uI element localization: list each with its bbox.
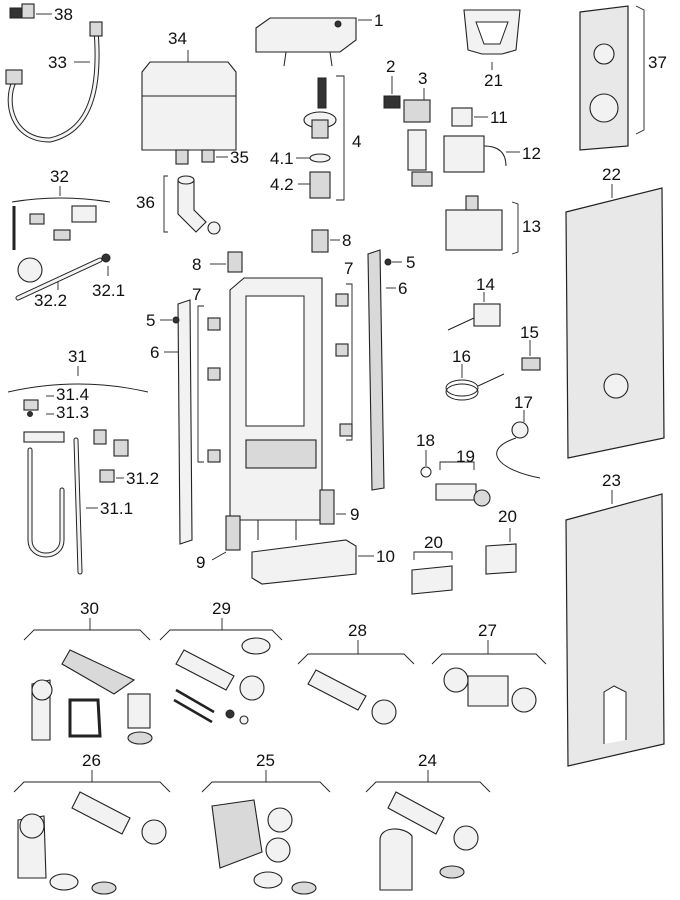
callout-12: 12 xyxy=(522,144,541,163)
part-20-cover-right xyxy=(485,543,517,575)
part-25-outlet-set xyxy=(211,799,317,895)
callout-9-left: 9 xyxy=(196,553,205,572)
part-4-fill-valve xyxy=(303,77,337,199)
callout-3: 3 xyxy=(418,69,427,88)
callout-11: 11 xyxy=(490,108,508,127)
callout-5-left: 5 xyxy=(146,311,155,330)
callout-13: 13 xyxy=(522,217,541,236)
callout-8-right: 8 xyxy=(342,231,351,250)
callout-16: 16 xyxy=(452,347,471,366)
callout-32-1: 32.1 xyxy=(92,281,125,300)
part-18-seal xyxy=(420,466,432,478)
callout-31-2: 31.2 xyxy=(126,469,159,488)
part-13-actuator-module xyxy=(445,195,503,251)
part-22-front-panel xyxy=(565,187,665,459)
callout-31: 31 xyxy=(68,347,87,366)
callout-10: 10 xyxy=(376,547,395,566)
part-5-screw-left xyxy=(172,316,180,324)
part-30-outlet-set xyxy=(31,649,153,745)
part-36-flush-bend xyxy=(177,175,221,235)
callout-1: 1 xyxy=(374,11,383,30)
callout-25: 25 xyxy=(256,751,275,770)
callout-20-left: 20 xyxy=(424,533,443,552)
callout-32-2: 32.2 xyxy=(34,291,67,310)
callout-7-right: 7 xyxy=(344,259,353,278)
callout-5-right: 5 xyxy=(406,253,415,272)
callout-35: 35 xyxy=(230,148,249,167)
part-8-bracket-right xyxy=(311,229,329,253)
callout-37: 37 xyxy=(648,53,667,72)
callout-21: 21 xyxy=(484,71,503,90)
callout-14: 14 xyxy=(476,275,495,294)
callout-4-1: 4.1 xyxy=(270,149,294,168)
part-7-fixing-clips-left xyxy=(207,317,221,463)
callout-17: 17 xyxy=(514,393,533,412)
callout-31-1: 31.1 xyxy=(100,499,133,518)
callout-19: 19 xyxy=(456,447,475,466)
part-34-cistern xyxy=(141,61,237,165)
part-38-angle-connector xyxy=(9,3,35,19)
part-24-outlet-set xyxy=(379,791,479,891)
part-5-screw-right xyxy=(384,258,392,266)
part-19-pipe xyxy=(435,483,491,507)
callout-36: 36 xyxy=(136,193,155,212)
callout-9-right: 9 xyxy=(350,505,359,524)
part-7-fixing-clips-right xyxy=(335,293,353,437)
part-29-pipe-set xyxy=(173,637,271,725)
part-23-lower-panel xyxy=(565,493,665,767)
callout-28: 28 xyxy=(348,621,367,640)
callout-30: 30 xyxy=(80,599,99,618)
part-frame xyxy=(229,277,323,540)
part-10-cover-plate xyxy=(251,539,357,585)
callout-8-left: 8 xyxy=(192,255,201,274)
part-8-bracket-left xyxy=(227,251,243,273)
part-33-flex-hose xyxy=(5,21,103,143)
part-9-plate-right xyxy=(319,489,335,525)
part-20-cover-left xyxy=(411,565,453,595)
callout-38: 38 xyxy=(54,5,73,24)
part-37-installation-template xyxy=(579,5,629,151)
part-15-connector xyxy=(521,357,541,371)
part-6-rail-left xyxy=(177,299,193,545)
part-12-actuator xyxy=(443,135,507,173)
part-2-clip xyxy=(383,95,401,109)
callout-20-right: 20 xyxy=(498,507,517,526)
part-21-wall-bracket xyxy=(463,9,521,55)
callout-24: 24 xyxy=(418,751,437,770)
callout-34: 34 xyxy=(168,29,187,48)
callout-23: 23 xyxy=(602,471,621,490)
callout-29: 29 xyxy=(212,599,231,618)
part-11-cover xyxy=(451,107,473,127)
callout-27: 27 xyxy=(478,621,497,640)
part-14-sensor xyxy=(447,303,501,331)
part-9-plate-left xyxy=(225,515,241,551)
part-28-pipe-set xyxy=(307,669,397,725)
part-16-cable xyxy=(445,373,505,401)
callout-33: 33 xyxy=(48,53,67,72)
callout-6-right: 6 xyxy=(398,279,407,298)
part-1-actuator-plate-frame xyxy=(255,17,357,67)
callout-18: 18 xyxy=(416,431,435,450)
part-17-cable-set xyxy=(496,421,541,479)
part-6-rail-right xyxy=(367,249,385,491)
part-35-nut xyxy=(201,149,215,163)
callout-15: 15 xyxy=(520,323,539,342)
callout-22: 22 xyxy=(602,165,621,184)
part-27-connector-set xyxy=(443,667,537,713)
part-31-connection-set xyxy=(23,399,129,575)
callout-32: 32 xyxy=(50,167,69,186)
part-3-flush-valve xyxy=(403,99,433,187)
part-26-outlet-set xyxy=(17,791,167,895)
callout-7-left: 7 xyxy=(192,285,201,304)
callout-4: 4 xyxy=(352,132,361,151)
part-32-connection-kit xyxy=(12,205,111,301)
callout-31-3: 31.3 xyxy=(56,403,89,422)
callout-6-left: 6 xyxy=(150,343,159,362)
callout-31-4: 31.4 xyxy=(56,385,89,404)
callout-2: 2 xyxy=(386,57,395,76)
callout-26: 26 xyxy=(82,751,101,770)
callout-4-2: 4.2 xyxy=(270,175,294,194)
